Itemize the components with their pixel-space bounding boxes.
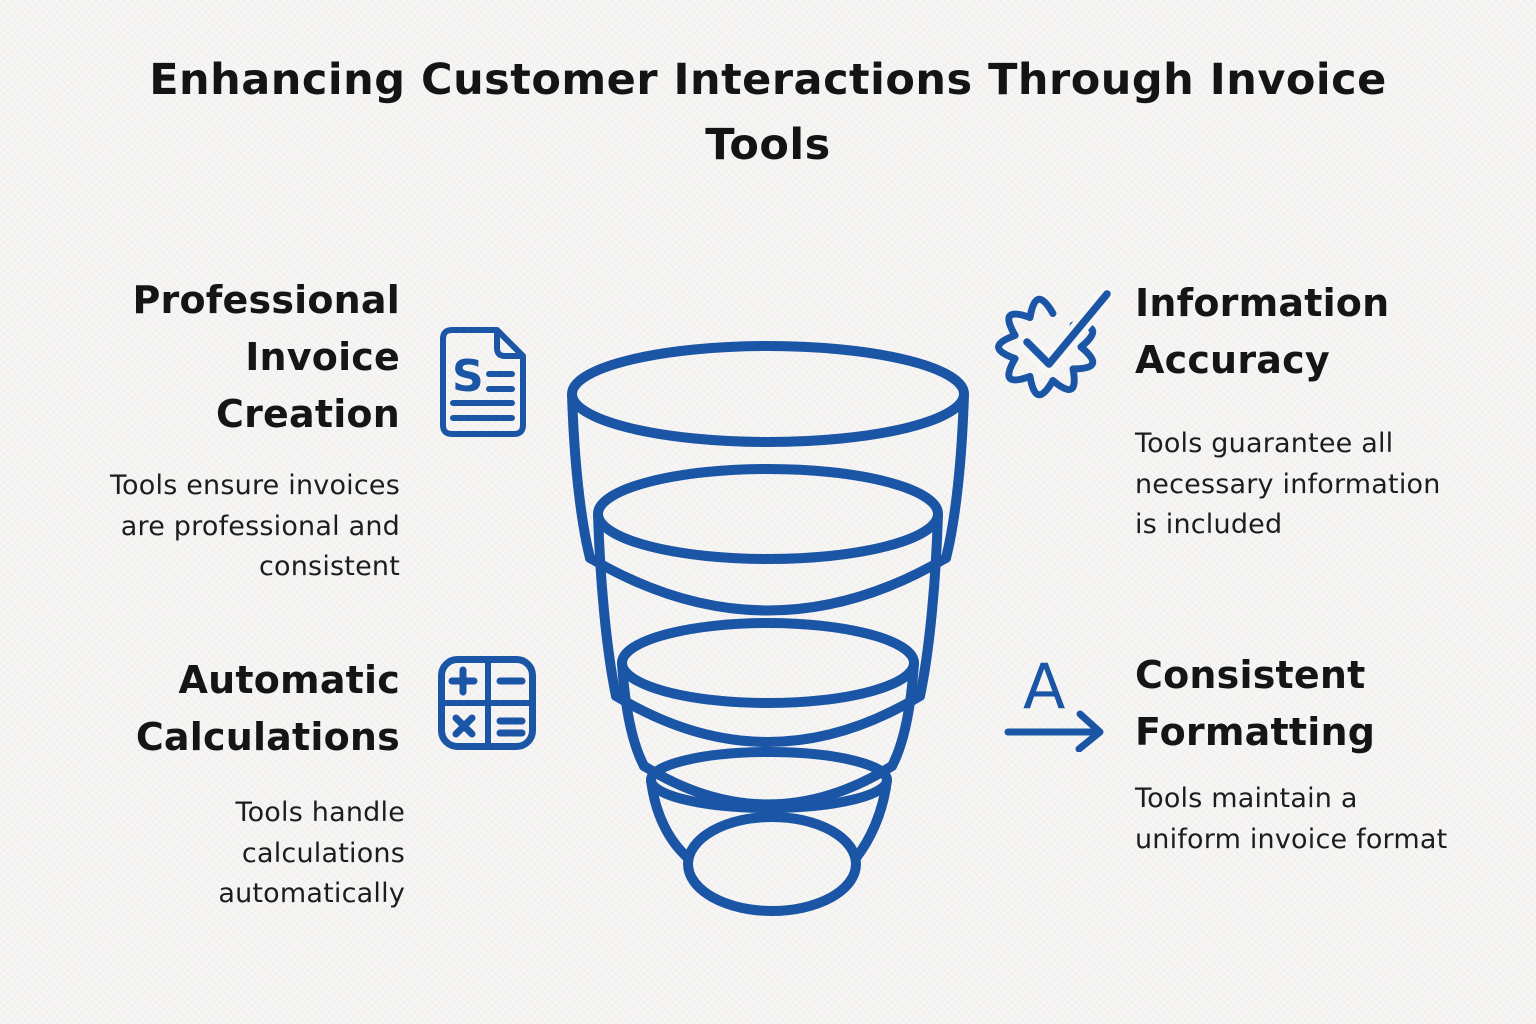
section-heading-automatic-calculations: Automatic Calculations	[135, 658, 400, 759]
funnel-tier-2-rim	[593, 464, 943, 564]
section-heading-professional-invoice-creation: Professional Invoice Creation	[132, 278, 400, 436]
calculator-icon	[437, 655, 537, 751]
section-heading-consistent-formatting: Consistent Formatting	[1135, 653, 1376, 754]
svg-text:S: S	[452, 351, 484, 402]
svg-text:A: A	[1023, 650, 1065, 723]
funnel-end-cap	[683, 812, 861, 916]
page-title: Enhancing Customer Interactions Through …	[149, 55, 1387, 170]
section-description-automatic-calculations: Tools handle calculations automatically	[218, 797, 405, 909]
section-description-information-accuracy: Tools guarantee all necessary informatio…	[1135, 428, 1441, 540]
section-heading-information-accuracy: Information Accuracy	[1135, 281, 1390, 382]
verified-badge-icon	[995, 288, 1113, 402]
funnel-tier-3-rim	[617, 618, 919, 708]
invoice-document-icon: S	[437, 325, 529, 439]
funnel-tier-1-rim	[567, 341, 969, 447]
section-description-professional-invoice-creation: Tools ensure invoices are professional a…	[109, 470, 400, 582]
funnel-diagram	[540, 318, 1000, 943]
letter-a-arrow-icon: A	[1002, 646, 1106, 752]
section-description-consistent-formatting: Tools maintain a uniform invoice format	[1135, 783, 1448, 855]
